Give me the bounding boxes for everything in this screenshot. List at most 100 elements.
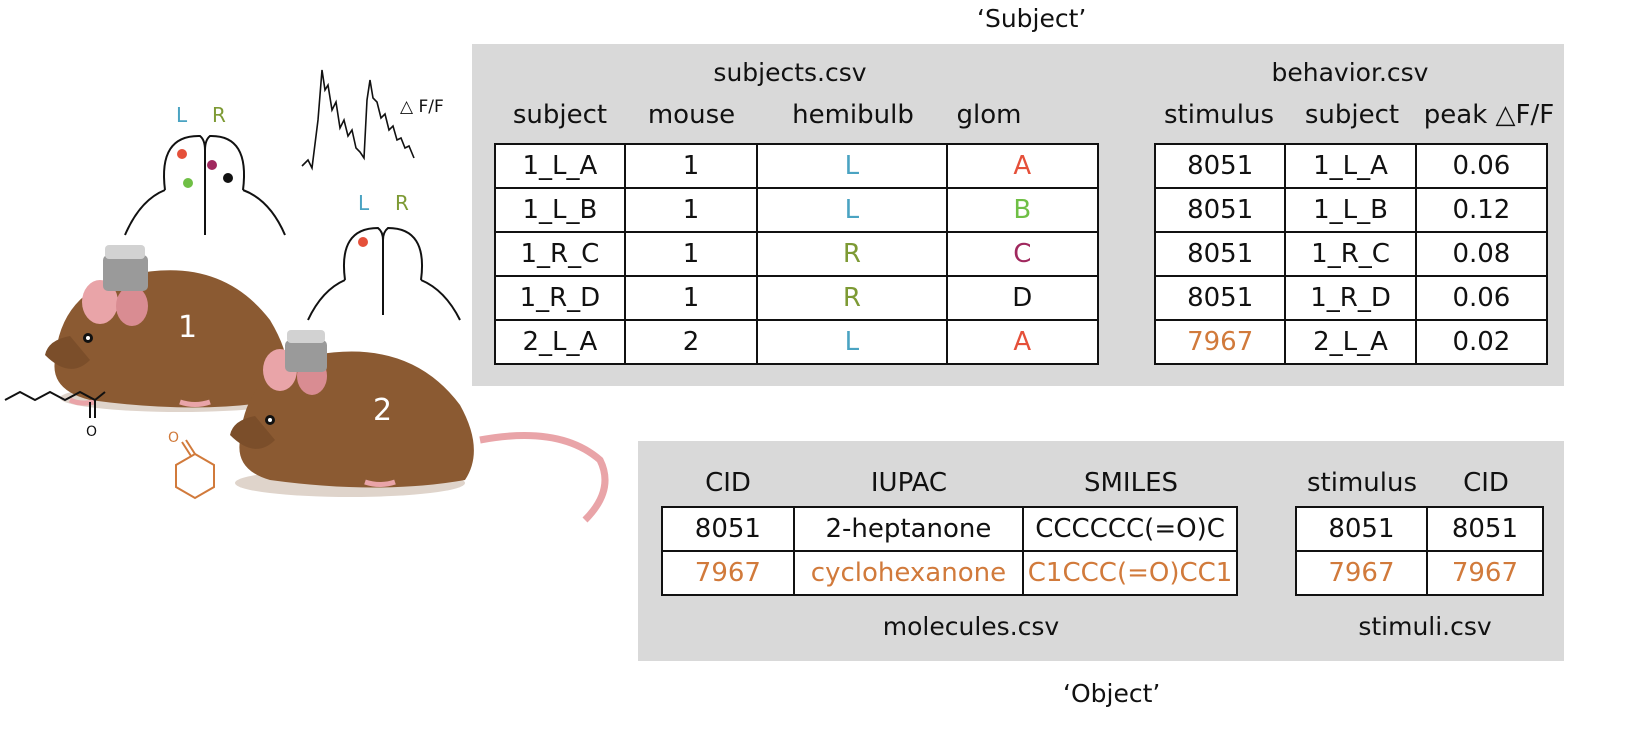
- subjects-header-subject: subject: [512, 100, 608, 130]
- table-row: 8051 1_L_A 0.06: [1153, 143, 1549, 189]
- table-row: 7967 2_L_A 0.02: [1153, 319, 1549, 365]
- cyclohexanone-oxygen: O: [168, 430, 179, 446]
- subjects-header-mouse: mouse: [647, 100, 736, 130]
- stimuli-cell: 7967: [1295, 550, 1428, 596]
- subjects-cell: 2_L_A: [494, 319, 626, 365]
- mouse-1: 1: [45, 245, 300, 412]
- molecules-header-iupac: IUPAC: [870, 468, 948, 498]
- subjects-csv-caption: subjects.csv: [713, 58, 867, 87]
- behavior-cell: 8051: [1153, 143, 1287, 189]
- heptanone-oxygen: O: [86, 424, 97, 440]
- olfactory-bulb-diagram-2: L R: [307, 191, 461, 321]
- olfactory-bulb-diagram-1: L R: [124, 103, 286, 236]
- molecules-header-cid: CID: [705, 468, 751, 498]
- molecules-cell: 8051: [661, 506, 795, 552]
- bulb2-left-label: L: [358, 191, 370, 215]
- mouse-2: 2: [230, 330, 609, 523]
- table-row: 8051 1_R_D 0.06: [1153, 275, 1549, 321]
- behavior-csv-caption: behavior.csv: [1271, 58, 1429, 87]
- molecules-cell: cyclohexanone: [792, 550, 1025, 596]
- molecules-cell: 7967: [661, 550, 795, 596]
- delta-f-label: △ F/F: [400, 97, 444, 117]
- table-row: 8051 1_R_C 0.08: [1153, 231, 1549, 277]
- mouse-2-number: 2: [373, 393, 392, 428]
- bulb1-right-label: R: [212, 103, 226, 127]
- subjects-cell: 1: [623, 143, 759, 189]
- behavior-cell: 0.06: [1414, 143, 1549, 189]
- subjects-cell: A: [945, 143, 1100, 189]
- subjects-cell: 1_R_D: [494, 275, 626, 321]
- behavior-cell: 8051: [1153, 231, 1287, 277]
- table-row: 8051 8051: [1295, 506, 1545, 552]
- table-row: 2_L_A 2 L A: [494, 319, 1100, 365]
- table-row: 1_L_A 1 L A: [494, 143, 1100, 189]
- bulb2-right-label: R: [395, 191, 409, 215]
- molecules-cell: CCCCCC(=O)C: [1022, 506, 1238, 552]
- subjects-cell: 2: [623, 319, 759, 365]
- subjects-cell: 1_R_C: [494, 231, 626, 277]
- behavior-cell: 1_R_D: [1284, 275, 1417, 321]
- stimuli-cell: 7967: [1425, 550, 1545, 596]
- glom-d-dot: [223, 173, 233, 183]
- table-row: 8051 2-heptanone CCCCCC(=O)C: [661, 506, 1238, 552]
- stimuli-csv-caption: stimuli.csv: [1358, 612, 1492, 641]
- behavior-cell: 0.12: [1414, 187, 1549, 233]
- cyclohexanone-structure: O: [168, 430, 215, 500]
- mouse-illustration: L R △ F/F L R 1 O: [4, 69, 609, 523]
- subjects-cell: R: [756, 275, 948, 321]
- stimuli-header-stimulus: stimulus: [1306, 468, 1418, 498]
- glom-b-dot: [183, 178, 193, 188]
- glom-a-dot: [177, 149, 187, 159]
- molecules-table: 8051 2-heptanone CCCCCC(=O)C 7967 cycloh…: [661, 506, 1238, 596]
- behavior-cell: 1_R_C: [1284, 231, 1417, 277]
- molecules-header-smiles: SMILES: [1083, 468, 1179, 498]
- subjects-cell: R: [756, 231, 948, 277]
- subjects-header-glom: glom: [956, 100, 1022, 130]
- table-row: 1_L_B 1 L B: [494, 187, 1100, 233]
- object-section-label: ‘Object’: [1063, 679, 1161, 708]
- behavior-header-stimulus: stimulus: [1163, 100, 1275, 130]
- behavior-cell: 2_L_A: [1284, 319, 1417, 365]
- behavior-cell: 0.06: [1414, 275, 1549, 321]
- subjects-cell: L: [756, 319, 948, 365]
- subjects-cell: L: [756, 187, 948, 233]
- subjects-cell: A: [945, 319, 1100, 365]
- heptanone-structure: O: [4, 390, 106, 440]
- behavior-cell: 8051: [1153, 275, 1287, 321]
- stimuli-table: 8051 8051 7967 7967: [1295, 506, 1545, 596]
- stimuli-cell: 8051: [1295, 506, 1428, 552]
- fluorescence-trace: △ F/F: [301, 69, 444, 171]
- subjects-cell: L: [756, 143, 948, 189]
- glom-c-dot: [207, 160, 217, 170]
- subjects-cell: D: [945, 275, 1100, 321]
- behavior-cell: 0.02: [1414, 319, 1549, 365]
- subjects-cell: 1: [623, 275, 759, 321]
- mouse-1-number: 1: [178, 310, 197, 345]
- behavior-cell: 1_L_B: [1284, 187, 1417, 233]
- subjects-cell: 1_L_B: [494, 187, 626, 233]
- subjects-cell: 1: [623, 187, 759, 233]
- behavior-cell: 7967: [1153, 319, 1287, 365]
- behavior-header-peak: peak △F/F: [1423, 100, 1555, 130]
- table-row: 8051 1_L_B 0.12: [1153, 187, 1549, 233]
- behavior-cell: 0.08: [1414, 231, 1549, 277]
- molecules-cell: 2-heptanone: [792, 506, 1025, 552]
- subject-section-label: ‘Subject’: [977, 4, 1087, 33]
- glom-a-dot-mouse2: [358, 237, 368, 247]
- subjects-cell: 1: [623, 231, 759, 277]
- behavior-cell: 8051: [1153, 187, 1287, 233]
- stimuli-header-cid: CID: [1463, 468, 1509, 498]
- bulb1-left-label: L: [176, 103, 188, 127]
- subjects-cell: C: [945, 231, 1100, 277]
- table-row: 1_R_D 1 R D: [494, 275, 1100, 321]
- subjects-table: 1_L_A 1 L A 1_L_B 1 L B 1_R_C 1 R C 1_R_…: [494, 143, 1100, 365]
- molecules-cell: C1CCC(=O)CC1: [1022, 550, 1238, 596]
- subjects-header-hemibulb: hemibulb: [792, 100, 914, 130]
- stimuli-cell: 8051: [1425, 506, 1545, 552]
- table-row: 7967 cyclohexanone C1CCC(=O)CC1: [661, 550, 1238, 596]
- molecules-csv-caption: molecules.csv: [882, 612, 1060, 641]
- behavior-table: 8051 1_L_A 0.06 8051 1_L_B 0.12 8051 1_R…: [1153, 143, 1549, 365]
- subjects-cell: B: [945, 187, 1100, 233]
- table-row: 1_R_C 1 R C: [494, 231, 1100, 277]
- behavior-cell: 1_L_A: [1284, 143, 1417, 189]
